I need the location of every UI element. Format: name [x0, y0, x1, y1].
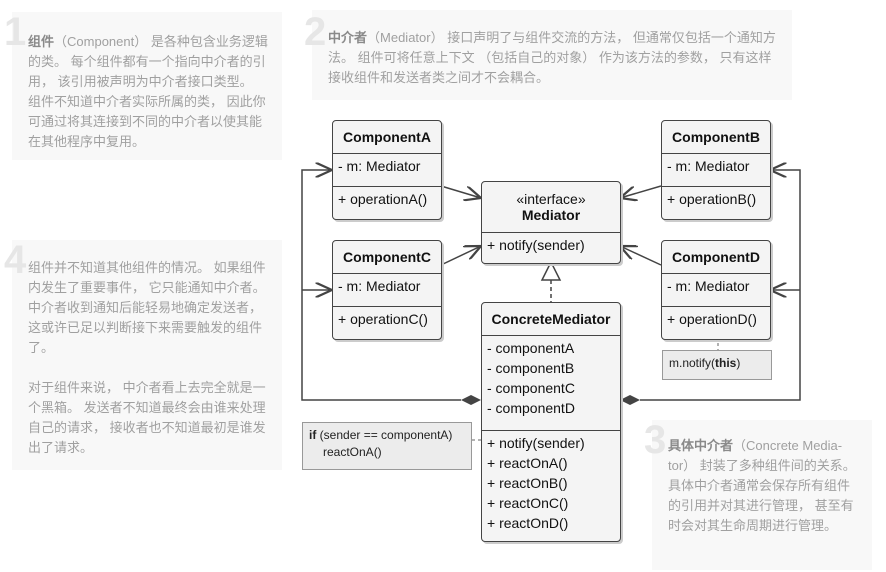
concrete-attrs: - componentA - componentB - componentC -… [482, 336, 620, 431]
code-note-notify: m.notify(this) [662, 350, 772, 380]
assoc-d-mediator [620, 246, 662, 266]
class-component-a: ComponentA - m: Mediator + operationA() [332, 120, 442, 220]
class-component-b: ComponentB - m: Mediator + operationB() [661, 120, 771, 220]
composition-right [640, 170, 801, 401]
class-concrete-mediator: ConcreteMediator - componentA - componen… [481, 302, 621, 542]
inheritance-triangle-icon [540, 260, 562, 281]
note-components-unaware: 组件并不知道其他组件的情况。 如果组件内发生了重要事件， 它只能通知中介者。 中… [12, 240, 282, 470]
note-mediator: 中介者（Mediator） 接口声明了与组件交流的方法， 但通常仅包括一个通知方… [312, 10, 792, 100]
interface-mediator: «interface» Mediator + notify(sender) [481, 181, 621, 264]
code-note-react: if (sender == componentA) reactOnA() [302, 422, 472, 470]
assoc-b-mediator [620, 185, 662, 198]
note-number-4: 4 [4, 238, 27, 282]
composition-left [301, 170, 461, 401]
class-component-d: ComponentD - m: Mediator + operationD() [661, 240, 771, 340]
note-number-2: 2 [304, 10, 327, 54]
composition-diamond-left-icon [461, 395, 481, 405]
note-concrete-mediator: 具体中介者（Concrete Media-tor） 封装了多种组件间的关系。 具… [652, 420, 872, 570]
note-number-3: 3 [644, 418, 667, 462]
composition-diamond-right-icon [620, 395, 640, 405]
note-component: 组件（Component） 是各种包含业务逻辑的类。 每个组件都有一个指向中介者… [12, 12, 282, 160]
assoc-c-mediator [440, 246, 481, 266]
assoc-a-mediator [440, 185, 481, 198]
class-component-c: ComponentC - m: Mediator + operationC() [332, 240, 442, 340]
concrete-ops: + notify(sender) + reactOnA() + reactOnB… [487, 435, 585, 531]
note-number-1: 1 [4, 10, 27, 54]
